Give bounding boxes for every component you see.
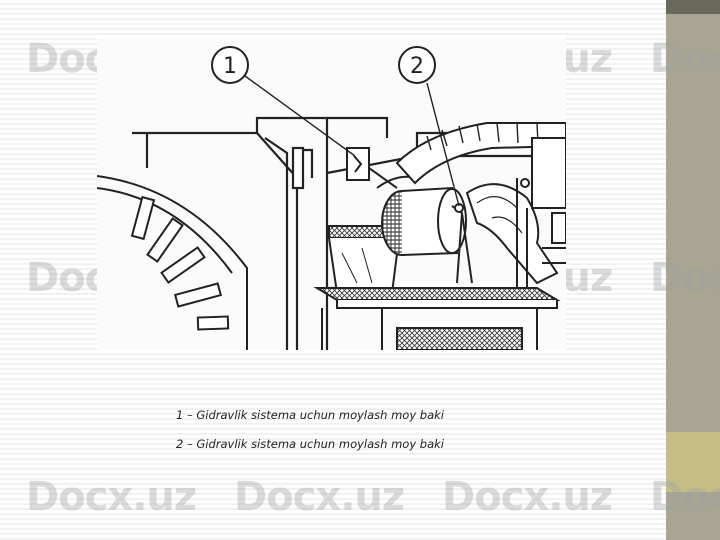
watermark: Docx.uz (650, 474, 720, 520)
callout-2: 2 (398, 46, 460, 207)
watermark: Docx.uz (650, 36, 720, 82)
sidebar-middle-band (666, 14, 720, 432)
sidebar-bottom-band (666, 492, 720, 540)
callout-1: 1 (211, 46, 356, 157)
callout-1-number: 1 (223, 54, 237, 79)
oil-filter (376, 175, 467, 256)
sidebar-top-band (666, 0, 720, 14)
caption-item-1: 1 – Gidravlik sistema uchun moylash moy … (176, 408, 444, 422)
mount-bracket (451, 203, 473, 284)
hydraulic-oil-tank-diagram: 1 2 (97, 38, 566, 350)
sidebar-accent-band (666, 432, 720, 492)
caption-item-2: 2 – Gidravlik sistema uchun moylash moy … (176, 437, 444, 451)
watermark: Docx.uz (26, 474, 197, 520)
engine-side (516, 137, 566, 298)
decorative-sidebar (666, 0, 720, 540)
hoses (395, 122, 566, 285)
watermark: Docx.uz (234, 474, 405, 520)
cooling-fan (97, 175, 248, 350)
callout-2-number: 2 (410, 54, 424, 79)
watermark: Docx.uz (650, 255, 720, 301)
oil-tank (346, 147, 398, 189)
watermark: Docx.uz (442, 474, 613, 520)
step-grating (313, 287, 561, 350)
